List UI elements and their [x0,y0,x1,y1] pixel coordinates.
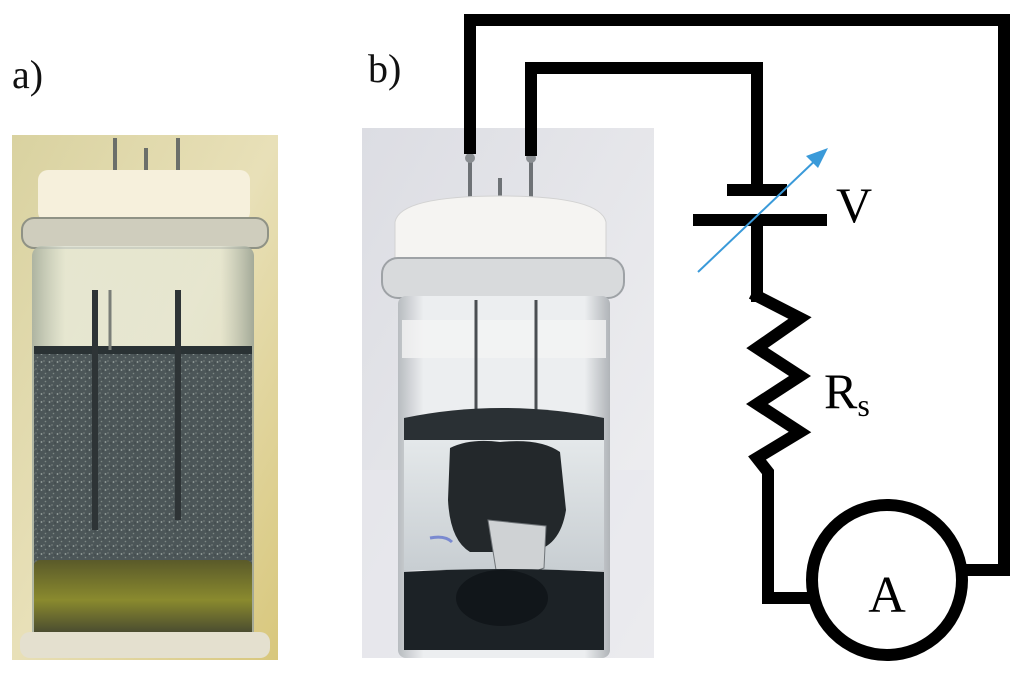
resistor-label-main: R [824,363,858,419]
battery-plate-long [693,214,827,226]
photo-a-rim [21,217,269,249]
photo-b-rim [381,257,625,299]
variable-source-arrow [697,148,828,273]
wire-inner-top [525,62,763,194]
photo-a-cap [38,170,250,222]
panel-label-b: b) [368,46,401,91]
voltage-source-label: V [836,177,872,233]
photo-a-electrodes [92,290,181,530]
ammeter-circle [806,499,968,661]
photo-a [12,135,278,660]
wire-outer-loop [464,14,1010,576]
photo-b-upper-layer [404,408,604,445]
photo-a-liquid [34,350,252,586]
photo-a-electrodes-top [113,138,180,170]
resistor-label-subscript: s [857,387,869,423]
resistor-label: Rs [824,363,870,423]
ammeter-label: A [868,567,906,624]
resistor-zigzag [746,287,812,482]
photo-a-sediment [34,560,252,640]
photo-b-deposit [448,440,566,552]
circuit [464,14,1010,604]
battery-plate-short [727,184,787,196]
panel-label-a: a) [12,52,43,97]
photo-a-base [20,632,270,658]
wire-resistor-ammeter [762,470,818,604]
photo-b [362,128,654,658]
